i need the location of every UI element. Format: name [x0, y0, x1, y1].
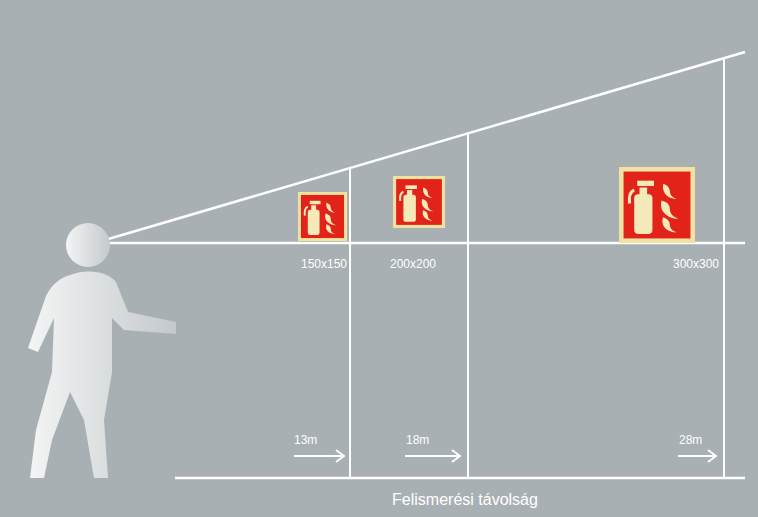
distance-label: 18m	[406, 434, 429, 448]
distance-label: 13m	[294, 434, 317, 448]
size-label: 300x300	[673, 258, 719, 272]
axis-label: Felismerési távolság	[392, 491, 538, 509]
size-label: 200x200	[390, 258, 436, 272]
distance-label: 28m	[679, 434, 702, 448]
size-label: 150x150	[301, 258, 347, 272]
